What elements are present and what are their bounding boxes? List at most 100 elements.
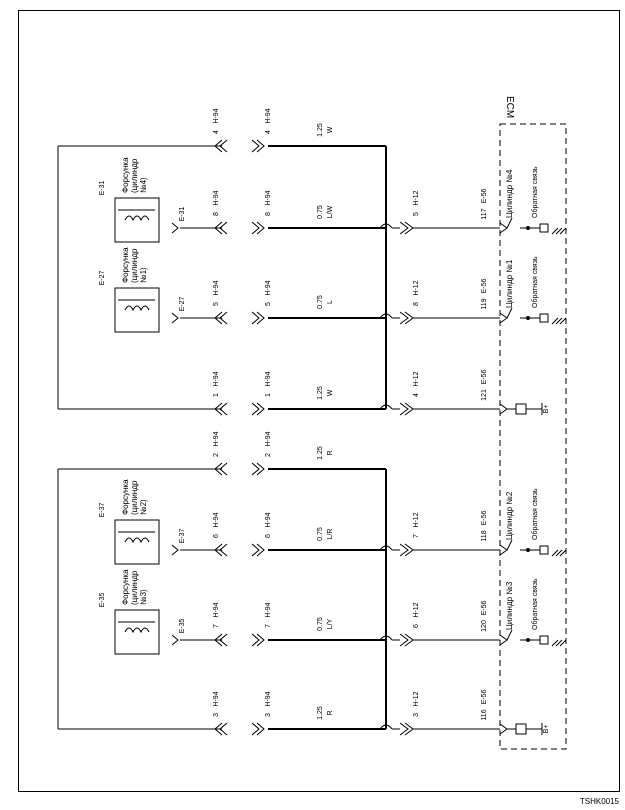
h94-pin-left-r117: 8: [213, 212, 220, 216]
h12-label-r120: H-12: [413, 602, 420, 617]
h94-pin-left-rtop2: 4: [213, 130, 220, 134]
connector-h94-rtop1-right: [251, 462, 265, 476]
crossover-r120: [379, 635, 393, 641]
wire-gauge-rtop2: 1.25: [317, 123, 324, 137]
connector-h94-r116-left: [214, 722, 228, 736]
h94-pin-left-r119: 5: [213, 302, 220, 306]
ecm-terminal-r117: [499, 222, 508, 234]
fb-node-r119: [526, 316, 530, 320]
injector-box-r117: [114, 197, 160, 243]
injector-box-r119: [114, 287, 160, 333]
h94-pin-right-r118: 6: [265, 534, 272, 538]
connector-h94-r119-left: [214, 311, 228, 325]
connector-h94-rtop1-left: [214, 462, 228, 476]
switch-r117: [506, 217, 513, 229]
connector-h94-r121-left: [214, 402, 228, 416]
injector-text-r119-1: (цилиндр: [130, 248, 139, 283]
ecm-terminal-r120: [499, 634, 508, 646]
ecm-pin-r121: 121: [481, 389, 488, 401]
ground-r117: [551, 227, 567, 235]
feedback-label-r118: Обратная связь: [531, 488, 539, 540]
connector-h94-rtop2-right: [251, 139, 265, 153]
feedback-label-r120: Обратная связь: [531, 578, 539, 630]
ground-r118: [551, 549, 567, 557]
injector-conn-left-r117: E-31: [99, 181, 106, 196]
injector-text-r117-0: Форсунка: [121, 157, 130, 193]
h94-label-left-r120: H-94: [213, 602, 220, 617]
feedback-box-r119: [539, 313, 549, 323]
injector-text-r118-1: (цилиндр: [130, 480, 139, 515]
h94-label-right-rtop2: H-94: [265, 108, 272, 123]
h12-pin-r118: 7: [413, 534, 420, 538]
h12-pin-r120: 6: [413, 624, 420, 628]
h12-label-r117: H-12: [413, 190, 420, 205]
wire-color-r116: R: [327, 710, 334, 715]
fb-node-r120: [526, 638, 530, 642]
wire-gauge-r117: 0.75: [317, 205, 324, 219]
injector-text-r119-2: №1): [139, 267, 148, 283]
injector-text-r117-1: (цилиндр: [130, 158, 139, 193]
h94-label-left-r116: H-94: [213, 691, 220, 706]
injector-terminal-r119: [171, 312, 179, 324]
h94-label-left-rtop1: H-94: [213, 431, 220, 446]
h94-label-left-rtop2: H-94: [213, 108, 220, 123]
cylinder-label-r117: Цилиндр №4: [505, 169, 514, 218]
connector-h94-r117-right: [251, 221, 265, 235]
crossover-r116: [379, 724, 393, 730]
injector-text-r118-0: Форсунка: [121, 479, 130, 515]
h94-label-right-r118: H-94: [265, 512, 272, 527]
injector-conn-right-r119: E-27: [179, 297, 186, 312]
connector-h94-rtop2-left: [214, 139, 228, 153]
h94-pin-right-rtop2: 4: [265, 130, 272, 134]
h94-pin-left-r118: 6: [213, 534, 220, 538]
h94-label-left-r118: H-94: [213, 512, 220, 527]
h12-label-r116: H-12: [413, 691, 420, 706]
injector-text-r120-2: №3): [139, 589, 148, 605]
connector-h94-r119-right: [251, 311, 265, 325]
ecm-pin-r116: 116: [481, 709, 488, 720]
h94-label-right-r120: H-94: [265, 602, 272, 617]
h94-pin-right-r117: 8: [265, 212, 272, 216]
ecm-pin-r119: 119: [481, 298, 488, 309]
injector-text-r117-2: №4): [139, 177, 148, 193]
fb-node-r117: [526, 226, 530, 230]
ecm-conn-label-r116: E-56: [481, 690, 488, 705]
wire-color-rtop2: W: [327, 126, 334, 133]
connector-h12-r116: [399, 722, 414, 736]
injector-text-r120-0: Форсунка: [121, 569, 130, 605]
ecm-label: ECM: [504, 96, 515, 118]
injector-coil-r120: [124, 627, 150, 634]
injector-terminal-r118: [171, 544, 179, 556]
feedback-box-r118: [539, 545, 549, 555]
crossover-r118: [379, 545, 393, 551]
injector-conn-right-r117: E-31: [179, 207, 186, 222]
connector-h12-r121: [399, 402, 414, 416]
ground-r119: [551, 317, 567, 325]
h94-label-right-r116: H-94: [265, 691, 272, 706]
h12-label-r119: H-12: [413, 280, 420, 295]
ecm-pin-r118: 118: [481, 530, 488, 541]
injector-coil-r119: [124, 305, 150, 312]
feedback-box-r120: [539, 635, 549, 645]
wire-color-r119: L: [327, 300, 334, 304]
h12-pin-r121: 4: [413, 393, 420, 397]
h94-pin-right-r121: 1: [265, 393, 272, 397]
crossover-r117: [379, 223, 393, 229]
connector-h94-r120-left: [214, 633, 228, 647]
injector-box-r120: [114, 609, 160, 655]
injector-text-r119-0: Форсунка: [121, 247, 130, 283]
h94-pin-right-r120: 7: [265, 624, 272, 628]
h94-label-right-r119: H-94: [265, 280, 272, 295]
feedback-box-r117: [539, 223, 549, 233]
footer-code: TSHK0015: [579, 797, 619, 806]
h12-pin-r119: 8: [413, 302, 420, 306]
cylinder-label-r118: Цилиндр №2: [505, 491, 514, 540]
wire-gauge-rtop1: 1.25: [317, 446, 324, 460]
feedback-label-r119: Обратная связь: [531, 256, 539, 308]
resistor-r116: [515, 723, 527, 735]
connector-h94-r117-left: [214, 221, 228, 235]
injector-terminal-r120: [171, 634, 179, 646]
injector-terminal-r117: [171, 222, 179, 234]
switch-r120: [506, 629, 513, 641]
